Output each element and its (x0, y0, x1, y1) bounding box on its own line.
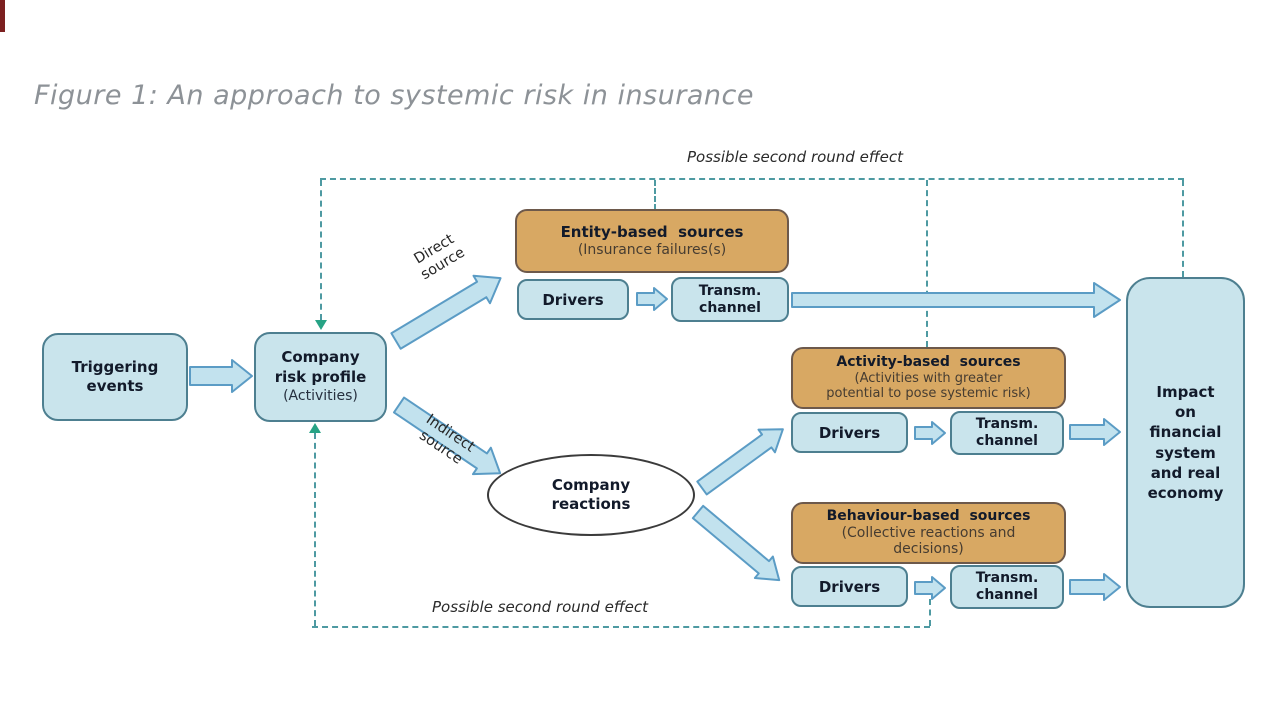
arrow-direct-source-icon (390, 274, 502, 350)
drivers-behaviour-label: Drivers (818, 577, 881, 596)
node-drivers-entity: Drivers (517, 279, 629, 320)
arrow-reactions-to-behaviour-icon (691, 504, 781, 582)
node-drivers-activity: Drivers (791, 412, 908, 453)
node-transm-channel-behaviour: Transm. channel (950, 565, 1064, 609)
arrow-indirect-source-icon (392, 396, 502, 476)
second-round-effect-label-bottom: Possible second round effect (431, 598, 649, 616)
transm-activity-line1: Transm. (975, 416, 1039, 433)
dashed-drop-to-activity (926, 180, 928, 347)
dashed-drop-to-entity (654, 180, 656, 210)
node-transm-channel-activity: Transm. channel (950, 411, 1064, 455)
behaviour-sources-subtitle2: decisions) (893, 541, 964, 558)
drivers-activity-label: Drivers (818, 423, 881, 442)
transm-entity-line2: channel (699, 299, 761, 316)
dashed-drop-to-impact (1182, 180, 1184, 277)
dashed-line-bottom (312, 626, 930, 628)
triggering-events-line2: events (86, 377, 144, 395)
impact-line2: on (1175, 403, 1196, 421)
company-risk-line2: risk profile (274, 367, 367, 386)
impact-line1: Impact (1156, 382, 1215, 401)
dashed-rise-from-behaviour-row (929, 599, 931, 626)
arrow-transm1-to-impact-icon (791, 282, 1121, 318)
arrow-drivers3-to-transm3-icon (914, 576, 946, 600)
dashed-rise-to-company-bottom (314, 433, 316, 626)
node-activity-based-sources: Activity-based sources (Activities with … (791, 347, 1066, 409)
activity-sources-subtitle1: (Activities with greater (854, 370, 1003, 386)
arrow-reactions-to-activity-icon (696, 428, 784, 496)
node-company-risk-profile: Company risk profile (Activities) (254, 332, 387, 422)
arrow-transm2-to-impact-icon (1069, 418, 1121, 446)
arrow-triggering-to-company-icon (189, 359, 253, 393)
arrow-drivers2-to-transm2-icon (914, 421, 946, 445)
transm-behaviour-line2: channel (976, 587, 1038, 603)
company-risk-line1: Company (281, 348, 360, 367)
behaviour-sources-title: Behaviour-based sources (826, 507, 1031, 524)
arrow-drivers1-to-transm1-icon (636, 287, 668, 311)
node-entity-based-sources: Entity-based sources (Insurance failures… (515, 209, 789, 273)
impact-line4: system (1155, 443, 1216, 462)
impact-line6: economy (1147, 484, 1224, 502)
activity-sources-subtitle2: potential to pose systemic risk) (826, 386, 1031, 402)
page-edge-mark (0, 0, 5, 32)
behaviour-sources-subtitle1: (Collective reactions and (841, 524, 1016, 541)
arrow-transm3-to-impact-icon (1069, 573, 1121, 601)
second-round-effect-label-top: Possible second round effect (686, 148, 904, 166)
node-triggering-events: Triggering events (42, 333, 188, 421)
activity-sources-title: Activity-based sources (836, 354, 1021, 370)
drivers-entity-label: Drivers (542, 290, 604, 309)
company-reactions-line2: reactions (551, 495, 631, 513)
triggering-events-line1: Triggering (71, 357, 159, 376)
node-drivers-behaviour: Drivers (791, 566, 908, 607)
figure-title: Figure 1: An approach to systemic risk i… (34, 80, 754, 111)
impact-line3: financial (1149, 423, 1222, 442)
indirect-source-label: Indirect source (400, 403, 491, 480)
node-transm-channel-entity: Transm. channel (671, 277, 789, 322)
entity-sources-title: Entity-based sources (560, 222, 744, 241)
impact-line5: and real (1150, 463, 1221, 482)
dashed-line-top (320, 178, 1184, 180)
transm-entity-line1: Transm. (698, 282, 762, 299)
dashed-drop-to-company-top (320, 180, 322, 320)
company-reactions-line1: Company (551, 475, 631, 494)
dashed-arrowhead-down-icon (315, 320, 327, 330)
node-company-reactions: Company reactions (487, 454, 695, 536)
entity-sources-subtitle: (Insurance failures(s) (577, 241, 727, 258)
node-impact: Impact on financial system and real econ… (1126, 277, 1245, 608)
node-behaviour-based-sources: Behaviour-based sources (Collective reac… (791, 502, 1066, 564)
transm-activity-line2: channel (976, 433, 1038, 449)
dashed-arrowhead-up-icon (309, 423, 321, 433)
transm-behaviour-line1: Transm. (975, 570, 1039, 587)
company-risk-subtitle: (Activities) (283, 388, 358, 405)
